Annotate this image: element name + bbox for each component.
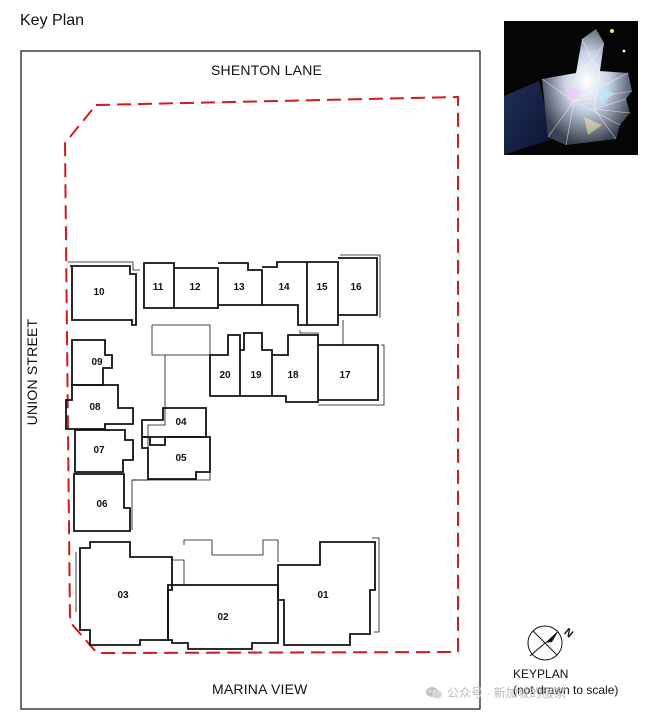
unit-label-17: 17 xyxy=(339,370,351,381)
unit-labels: 01 02 03 04 05 06 07 08 09 10 11 12 13 1… xyxy=(89,282,362,623)
unit-outline-13 xyxy=(218,262,263,306)
north-letter: N xyxy=(562,626,576,640)
unit-outline-17 xyxy=(318,344,379,401)
unit-label-05: 05 xyxy=(175,453,187,464)
unit-label-14: 14 xyxy=(278,282,290,293)
unit-label-15: 15 xyxy=(316,282,328,293)
unit-outline-20 xyxy=(209,334,241,397)
street-label-shenton-lane: SHENTON LANE xyxy=(211,62,323,78)
unit-outline-12 xyxy=(174,267,219,309)
unit-label-19: 19 xyxy=(250,370,262,381)
north-arrow-icon: N xyxy=(527,625,576,661)
unit-label-11: 11 xyxy=(153,282,164,293)
core-outline xyxy=(131,320,344,562)
unit-label-06: 06 xyxy=(96,499,108,510)
site-boundary xyxy=(63,95,459,655)
page-title: Key Plan xyxy=(20,12,85,29)
unit-outline-19 xyxy=(240,332,273,397)
unit-outline-05 xyxy=(141,436,211,480)
unit-outline-01 xyxy=(277,541,376,646)
unit-outline-08 xyxy=(65,384,134,430)
watermark-text: 公众号 · 新加坡的服家 xyxy=(447,686,566,700)
unit-outline-02 xyxy=(167,584,279,650)
unit-label-18: 18 xyxy=(287,370,299,381)
watermark: 公众号 · 新加坡的服家 xyxy=(425,684,566,701)
unit-outline-06 xyxy=(73,473,131,532)
unit-outlines xyxy=(65,257,379,650)
unit-outline-15 xyxy=(307,261,339,326)
unit-outline-04 xyxy=(141,407,207,438)
unit-outline-18 xyxy=(272,334,319,403)
balcony-lines xyxy=(68,254,385,633)
unit-outline-07 xyxy=(74,429,134,473)
unit-label-16: 16 xyxy=(350,282,362,293)
unit-label-13: 13 xyxy=(233,282,245,293)
unit-label-20: 20 xyxy=(219,370,231,381)
unit-label-09: 09 xyxy=(91,357,103,368)
wechat-icon xyxy=(426,686,442,698)
unit-outline-10 xyxy=(70,265,137,326)
unit-label-02: 02 xyxy=(217,612,229,623)
unit-outline-14 xyxy=(262,261,308,326)
unit-label-07: 07 xyxy=(93,445,105,456)
unit-label-12: 12 xyxy=(189,282,201,293)
unit-label-10: 10 xyxy=(93,287,105,298)
crystal-thumbs-up-image xyxy=(504,21,638,155)
site-frame xyxy=(20,50,481,710)
keyplan-subtitle: (not drawn to scale) xyxy=(513,683,619,697)
unit-label-08: 08 xyxy=(89,402,101,413)
unit-label-04: 04 xyxy=(175,417,187,428)
street-label-marina-view: MARINA VIEW xyxy=(212,681,308,697)
crystal-thumbs-up-icon xyxy=(504,21,638,155)
keyplan-title: KEYPLAN xyxy=(513,667,569,681)
unit-label-01: 01 xyxy=(317,590,329,601)
unit-outline-16 xyxy=(338,257,378,316)
street-label-union-street: UNION STREET xyxy=(24,318,40,426)
unit-label-03: 03 xyxy=(117,590,129,601)
